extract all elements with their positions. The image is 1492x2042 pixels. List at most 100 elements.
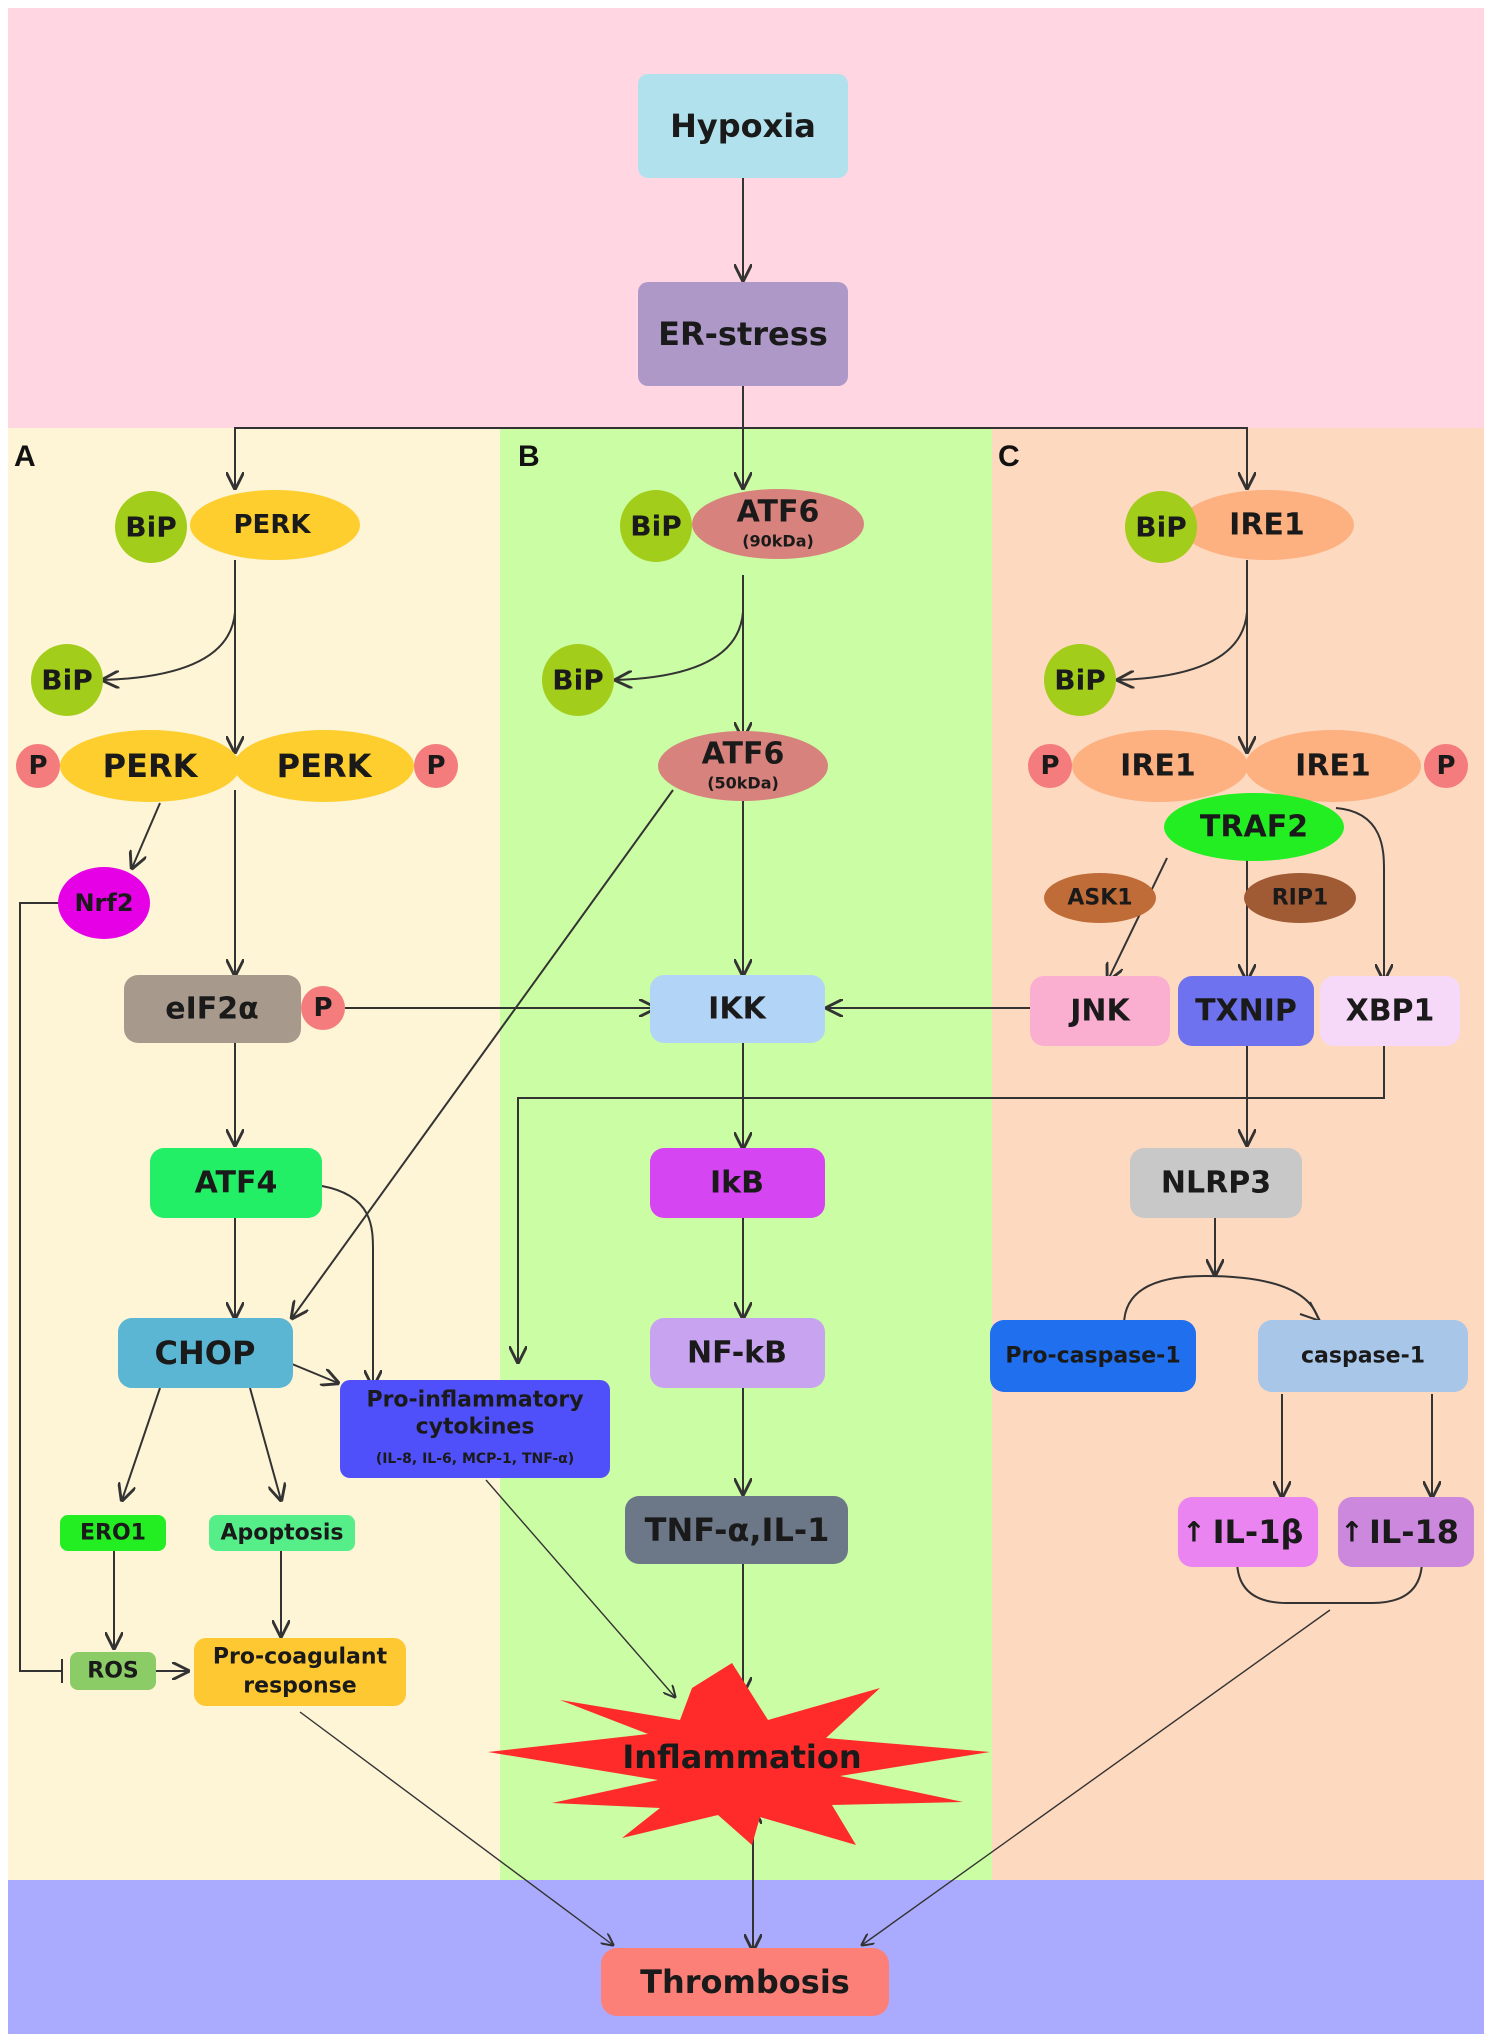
ire1-node xyxy=(1180,490,1354,560)
ero1-label: ERO1 xyxy=(80,1521,146,1546)
thrombosis-label: Thrombosis xyxy=(640,1963,850,2001)
nrf2-node xyxy=(58,867,150,939)
il18-up-arrow: ↑ xyxy=(1340,1516,1363,1549)
ire1-label: IRE1 xyxy=(1229,508,1305,543)
ire1-dimer-left-node xyxy=(1072,730,1248,802)
cytokines-label-line1: Pro-inflammatory xyxy=(366,1388,583,1413)
il18-label: IL-18 xyxy=(1369,1513,1459,1551)
ikk-label: IKK xyxy=(708,992,767,1027)
ire1-released-bip-label: BiP xyxy=(1054,664,1105,697)
nrf2-label: Nrf2 xyxy=(74,889,133,917)
perk-released-bip-node xyxy=(31,644,103,716)
ire1-phospho-left-label: P xyxy=(1040,751,1059,781)
tnf-il1-node xyxy=(625,1496,848,1564)
xbp1-node xyxy=(1320,976,1460,1046)
rip1-label: RIP1 xyxy=(1272,886,1329,911)
ire1-dimer-left-label: IRE1 xyxy=(1120,749,1196,784)
perk-label: PERK xyxy=(234,510,312,540)
ire1-phospho-right-node xyxy=(1424,744,1468,788)
eif2a-label: eIF2α xyxy=(165,992,259,1027)
ire1-dimer-right-label: IRE1 xyxy=(1295,749,1371,784)
eif2a-phospho-node xyxy=(301,986,345,1030)
xbp1-label: XBP1 xyxy=(1346,994,1435,1029)
panel-label-a: A xyxy=(14,440,36,473)
procoagulant-label-line2: response xyxy=(243,1674,356,1699)
traf2-label: TRAF2 xyxy=(1200,810,1308,845)
connectors xyxy=(19,178,1432,1950)
ire1-phospho-left-node xyxy=(1028,744,1072,788)
perk-dimer-left-label: PERK xyxy=(103,747,199,785)
atf4-label: ATF4 xyxy=(195,1166,278,1201)
cytokines-label-line2: cytokines xyxy=(416,1415,535,1440)
nfkb-node xyxy=(650,1318,825,1388)
cytokines-node xyxy=(340,1380,610,1478)
inflammation-label: Inflammation xyxy=(622,1738,861,1776)
atf6-bip-node xyxy=(620,490,692,562)
perk-node xyxy=(190,490,360,560)
ire1-dimer-right-node xyxy=(1245,730,1421,802)
perk-phospho-left-node xyxy=(16,744,60,788)
perk-dimer-right-label: PERK xyxy=(277,747,373,785)
chop-label: CHOP xyxy=(155,1334,256,1372)
panel-label-c: C xyxy=(998,440,1020,473)
hypoxia-node xyxy=(638,74,848,178)
nlrp3-label: NLRP3 xyxy=(1161,1166,1271,1201)
ero1-node xyxy=(60,1515,166,1551)
perk-phospho-right-node xyxy=(414,744,458,788)
txnip-node xyxy=(1178,976,1314,1046)
chop-node xyxy=(118,1318,293,1388)
ros-node xyxy=(70,1652,156,1690)
il1b-label: IL-1β xyxy=(1213,1513,1304,1551)
ikb-label: IkB xyxy=(710,1166,764,1201)
txnip-label: TXNIP xyxy=(1195,994,1297,1029)
atf6-50-label: ATF6 xyxy=(702,737,785,772)
procoagulant-node xyxy=(194,1638,406,1706)
apoptosis-label: Apoptosis xyxy=(221,1521,344,1546)
perk-released-bip-label: BiP xyxy=(41,664,92,697)
atf6-50-node xyxy=(658,731,828,801)
ire1-bip-label: BiP xyxy=(1135,511,1186,544)
atf6-released-bip-node xyxy=(542,644,614,716)
ire1-phospho-right-label: P xyxy=(1436,751,1455,781)
atf6-90-label: ATF6 xyxy=(737,495,820,530)
perk-phospho-right-label: P xyxy=(426,751,445,781)
inflammation-burst xyxy=(488,1663,990,1845)
perk-phospho-left-label: P xyxy=(28,751,47,781)
atf6-50-weight: (50kDa) xyxy=(707,774,779,793)
procaspase1-node xyxy=(990,1320,1196,1392)
atf4-node xyxy=(150,1148,322,1218)
rip1-node xyxy=(1244,873,1356,923)
ask1-label: ASK1 xyxy=(1067,886,1132,911)
il1b-up-arrow: ↑ xyxy=(1182,1516,1205,1549)
hypoxia-label: Hypoxia xyxy=(670,107,816,145)
il18-node xyxy=(1338,1497,1474,1567)
panel-label-b: B xyxy=(518,440,540,473)
ros-label: ROS xyxy=(87,1659,139,1684)
ikk-node xyxy=(650,975,825,1043)
atf6-bip-label: BiP xyxy=(630,510,681,543)
er-stress-node xyxy=(638,282,848,386)
jnk-label: JNK xyxy=(1068,994,1131,1029)
tnf-il1-label: TNF-α,IL-1 xyxy=(645,1511,830,1549)
procoagulant-label-line1: Pro-coagulant xyxy=(213,1645,388,1670)
thrombosis-node xyxy=(601,1948,889,2016)
er-stress-label: ER-stress xyxy=(658,315,828,353)
ikb-node xyxy=(650,1148,825,1218)
perk-dimer-left-node xyxy=(60,730,240,802)
perk-bip-node xyxy=(115,491,187,563)
nlrp3-node xyxy=(1130,1148,1302,1218)
atf6-released-bip-label: BiP xyxy=(552,664,603,697)
cytokines-label-line3: (IL-8, IL-6, MCP-1, TNF-α) xyxy=(376,1451,574,1467)
caspase1-node xyxy=(1258,1320,1468,1392)
jnk-node xyxy=(1030,976,1170,1046)
ire1-released-bip-node xyxy=(1044,644,1116,716)
nfkb-label: NF-kB xyxy=(687,1336,787,1371)
ask1-node xyxy=(1044,873,1156,923)
traf2-node xyxy=(1164,793,1344,861)
apoptosis-node xyxy=(209,1515,355,1551)
caspase1-label: caspase-1 xyxy=(1301,1344,1425,1369)
atf6-90-weight: (90kDa) xyxy=(742,532,814,551)
eif2a-node xyxy=(124,975,301,1043)
